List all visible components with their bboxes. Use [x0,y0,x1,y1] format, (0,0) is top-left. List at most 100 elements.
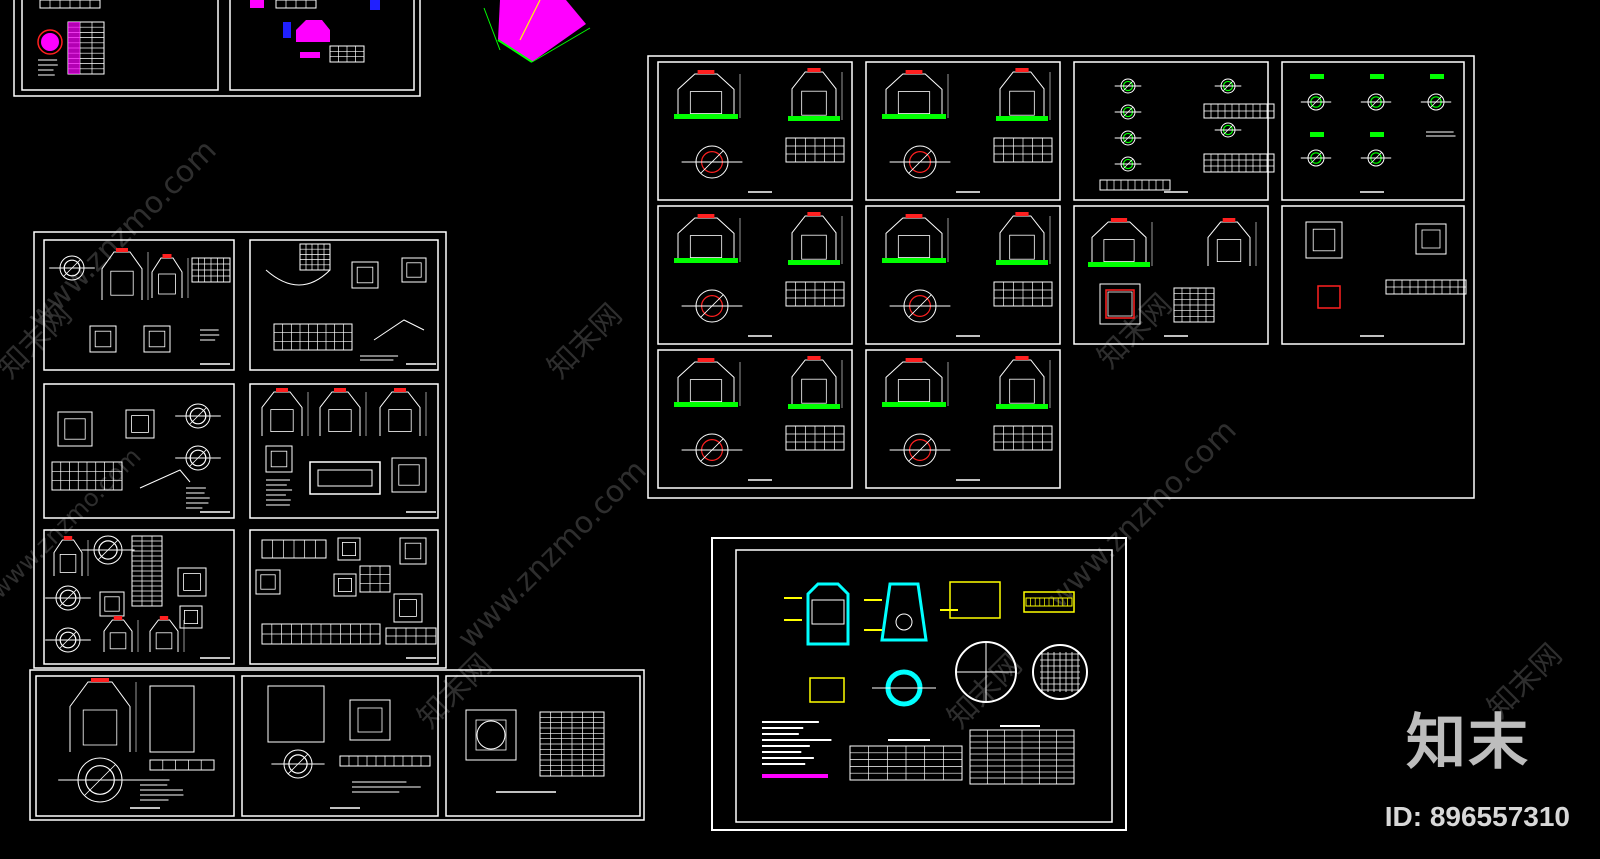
square-outer [255,569,281,595]
well-section [261,388,309,436]
bottom-left-outer [29,669,645,821]
manhole-plan [1214,122,1242,138]
manhole-plan [681,145,743,179]
section-line [84,764,116,796]
magenta-detail-dot [41,33,59,51]
square-detail [125,409,155,439]
well-chamber [801,90,827,116]
blue-block [283,22,291,38]
main-sheet-inner [735,549,1113,823]
square-detail [179,605,203,629]
square-detail [99,591,125,617]
square-detail [265,445,293,473]
well-wall-outline [103,619,133,652]
section-line [1370,96,1382,108]
plan-rect [267,685,325,743]
well-section [788,212,843,265]
well-base-band [788,116,840,121]
section-line [908,150,932,174]
square-inner [404,542,422,560]
well-wall-outline [791,215,837,264]
yellow-line [519,0,541,41]
well-cover [905,70,923,74]
magenta-small [250,0,264,8]
left-sheet-4 [249,383,439,519]
square-detail [177,567,207,597]
square-detail [1305,221,1343,259]
table-grid [299,243,331,271]
left-sheet-1 [43,239,235,371]
watermark-layer: www.znzmo.com知末网www.znzmo.com知末网www.znzm… [0,133,1569,736]
section-line [700,294,724,318]
well-wall-outline [53,539,83,576]
well-cover [394,388,406,392]
well-chamber [689,379,723,403]
manhole-plan [175,445,221,471]
square-inner [356,266,374,284]
section-line [59,589,77,607]
square-inner [260,574,276,590]
well-cover [807,68,821,72]
brand-watermark: 知末 [1406,708,1530,778]
manhole-plan [1214,78,1242,94]
well-section [674,358,741,407]
well-cover [1015,212,1029,216]
table-outline [299,243,331,271]
table-grid [39,0,101,9]
table-grid [329,45,365,63]
manhole-plan [1360,93,1392,111]
cyan-well-section-2 [880,582,928,642]
left-sheet-5 [43,529,235,665]
square-outer [465,709,517,761]
right-sheet-1-4 [1281,61,1465,201]
well-wall-outline [151,257,183,298]
manhole-plan [681,289,743,323]
well-chamber [897,379,931,403]
manhole-plan [58,757,142,803]
square-detail [255,569,281,595]
well-cover [905,214,923,218]
right-sheet-1-1 [657,61,853,201]
table-grid [51,461,123,491]
left-sheet-2 [249,239,439,371]
well-chamber [1009,90,1035,116]
square-inner [406,262,422,278]
well-section [882,70,949,119]
square-outer [1415,223,1447,255]
manhole-plan [1360,149,1392,167]
section-line [1122,106,1134,118]
section-line [1310,152,1322,164]
well-chamber [59,554,77,573]
well-cover [276,388,288,392]
right-sheet-2-2 [865,205,1061,345]
well-chamber [110,270,134,296]
well-wall-outline [1091,221,1147,266]
square-outer [1099,283,1141,325]
well-cover [334,388,346,392]
well-chamber [388,409,412,433]
section-line [189,407,207,425]
square-outer [99,591,125,617]
well-wall-outline [1207,221,1251,266]
well-wall-outline [999,359,1045,408]
left-sheet-6 [249,529,439,665]
square-detail [399,537,427,565]
grate-cover-plan [1032,644,1088,700]
square-detail [57,411,93,447]
note-text-lines [1426,131,1456,137]
arc-detail [265,269,331,286]
note-text-lines [186,487,210,509]
manhole-plan [81,535,135,565]
section-line [1122,132,1134,144]
green-band [1370,74,1384,79]
square-detail [143,325,171,353]
well-base-band [674,258,738,263]
well-wall-outline [677,361,735,406]
well-chamber [155,632,173,650]
well-section [882,358,949,407]
well-cover [1222,218,1236,222]
well-wall-outline [149,619,179,652]
square-inner [104,596,120,612]
well-chamber [1216,239,1242,263]
